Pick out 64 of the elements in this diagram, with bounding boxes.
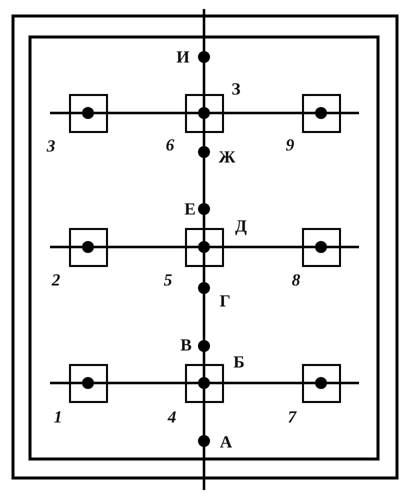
square-number: 7	[288, 408, 296, 426]
connector-line	[202, 253, 206, 282]
connector-line	[210, 246, 315, 248]
square-marker	[184, 364, 224, 402]
square-number: 2	[52, 272, 60, 288]
square-number: 4	[168, 408, 176, 426]
connector-line	[202, 294, 206, 340]
connector-line	[327, 382, 359, 384]
point-dot	[82, 240, 94, 252]
connector-line	[210, 112, 315, 114]
connector-line	[210, 382, 315, 384]
square-marker	[302, 228, 340, 266]
point-letter: Г	[220, 292, 230, 310]
point-letter: Б	[233, 354, 245, 370]
point-dot	[198, 51, 210, 63]
connector-line	[202, 389, 206, 435]
connector-line	[202, 352, 206, 377]
point-dot	[198, 282, 210, 294]
point-letter: В	[180, 336, 192, 354]
point-letter: Ж	[218, 148, 236, 166]
point-dot	[314, 106, 326, 118]
square-marker	[68, 364, 108, 402]
connector-line	[202, 215, 206, 241]
point-letter: Е	[184, 200, 196, 218]
point-dot	[198, 435, 210, 447]
square-marker	[184, 94, 224, 132]
point-dot	[198, 376, 210, 388]
connector-line	[50, 382, 82, 384]
point-letter: А	[220, 434, 232, 450]
point-dot	[82, 376, 94, 388]
point-letter: И	[176, 48, 190, 66]
square-marker	[68, 228, 108, 266]
connector-line	[202, 63, 206, 107]
connector-line	[202, 158, 206, 203]
connector-line	[202, 119, 206, 146]
connector-line	[327, 112, 359, 114]
square-number: 1	[54, 408, 62, 426]
connector-line	[202, 447, 206, 490]
connector-line	[50, 112, 82, 114]
square-marker	[184, 228, 224, 266]
point-letter: Д	[235, 218, 247, 234]
point-dot	[82, 106, 94, 118]
square-marker	[68, 94, 108, 132]
square-number: 8	[292, 272, 300, 288]
point-dot	[198, 340, 210, 352]
square-number: 9	[286, 136, 294, 154]
point-letter: З	[232, 80, 240, 98]
point-dot	[198, 146, 210, 158]
point-dot	[198, 240, 210, 252]
square-number: 5	[164, 272, 172, 288]
point-dot	[314, 376, 326, 388]
square-number: 6	[166, 136, 174, 154]
connector-line	[94, 382, 198, 384]
connector-line	[202, 9, 206, 51]
point-dot	[198, 203, 210, 215]
connector-line	[94, 112, 198, 114]
square-marker	[302, 364, 340, 402]
connector-line	[327, 246, 359, 248]
point-dot	[198, 106, 210, 118]
square-number: 3	[46, 138, 56, 154]
point-dot	[314, 240, 326, 252]
connector-line	[94, 246, 198, 248]
connector-line	[50, 246, 82, 248]
square-marker	[302, 94, 340, 132]
